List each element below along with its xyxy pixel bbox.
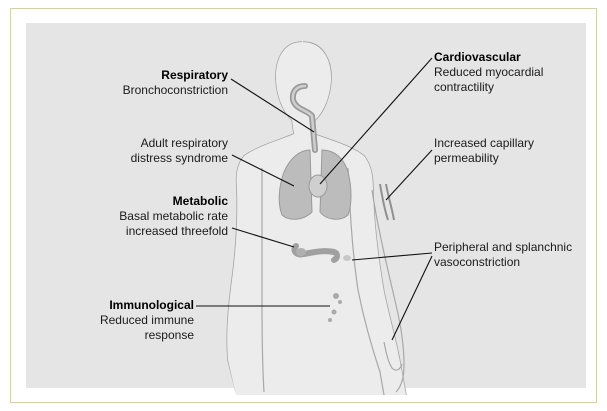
metabolic-title: Metabolic	[88, 194, 228, 209]
spleen	[343, 255, 351, 261]
immunological-title: Immunological	[72, 298, 194, 313]
label-capillary: Increased capillary permeability	[434, 136, 584, 166]
label-metabolic: Metabolic Basal metabolic rate increased…	[88, 194, 228, 239]
respiratory-text: Bronchoconstriction	[123, 83, 228, 97]
immunological-line-2: response	[72, 328, 194, 343]
label-peripheral: Peripheral and splanchnic vasoconstricti…	[434, 240, 584, 270]
label-respiratory: Respiratory Bronchoconstriction	[108, 68, 228, 98]
heart	[309, 175, 327, 197]
peripheral-line-2: vasoconstriction	[434, 255, 584, 270]
peripheral-line-1: Peripheral and splanchnic	[434, 240, 584, 255]
cardiovascular-line-1: Reduced myocardial	[434, 65, 584, 80]
immunological-line-1: Reduced immune	[72, 313, 194, 328]
lymph-node	[328, 318, 332, 322]
capillary-vessel	[380, 184, 394, 220]
label-immunological: Immunological Reduced immune response	[72, 298, 194, 343]
lymph-node	[333, 293, 339, 299]
torso-fill	[227, 42, 406, 395]
label-ards: Adult respiratory distress syndrome	[88, 136, 228, 166]
leader-peripheral-2	[392, 256, 432, 340]
capillary-line-1: Increased capillary	[434, 136, 584, 151]
leader-capillary	[386, 150, 432, 200]
respiratory-title: Respiratory	[108, 68, 228, 83]
lymph-node	[332, 310, 337, 315]
kidney	[296, 248, 306, 256]
label-cardiovascular: Cardiovascular Reduced myocardial contra…	[434, 50, 584, 95]
lymph-node	[338, 300, 342, 304]
cardiovascular-title: Cardiovascular	[434, 50, 584, 65]
ards-line-1: Adult respiratory	[88, 136, 228, 151]
ards-line-2: distress syndrome	[88, 151, 228, 166]
leader-cardiovascular	[320, 58, 432, 184]
metabolic-line-1: Basal metabolic rate	[88, 209, 228, 224]
cardiovascular-line-2: contractility	[434, 80, 584, 95]
capillary-line-2: permeability	[434, 151, 584, 166]
metabolic-line-2: increased threefold	[88, 224, 228, 239]
